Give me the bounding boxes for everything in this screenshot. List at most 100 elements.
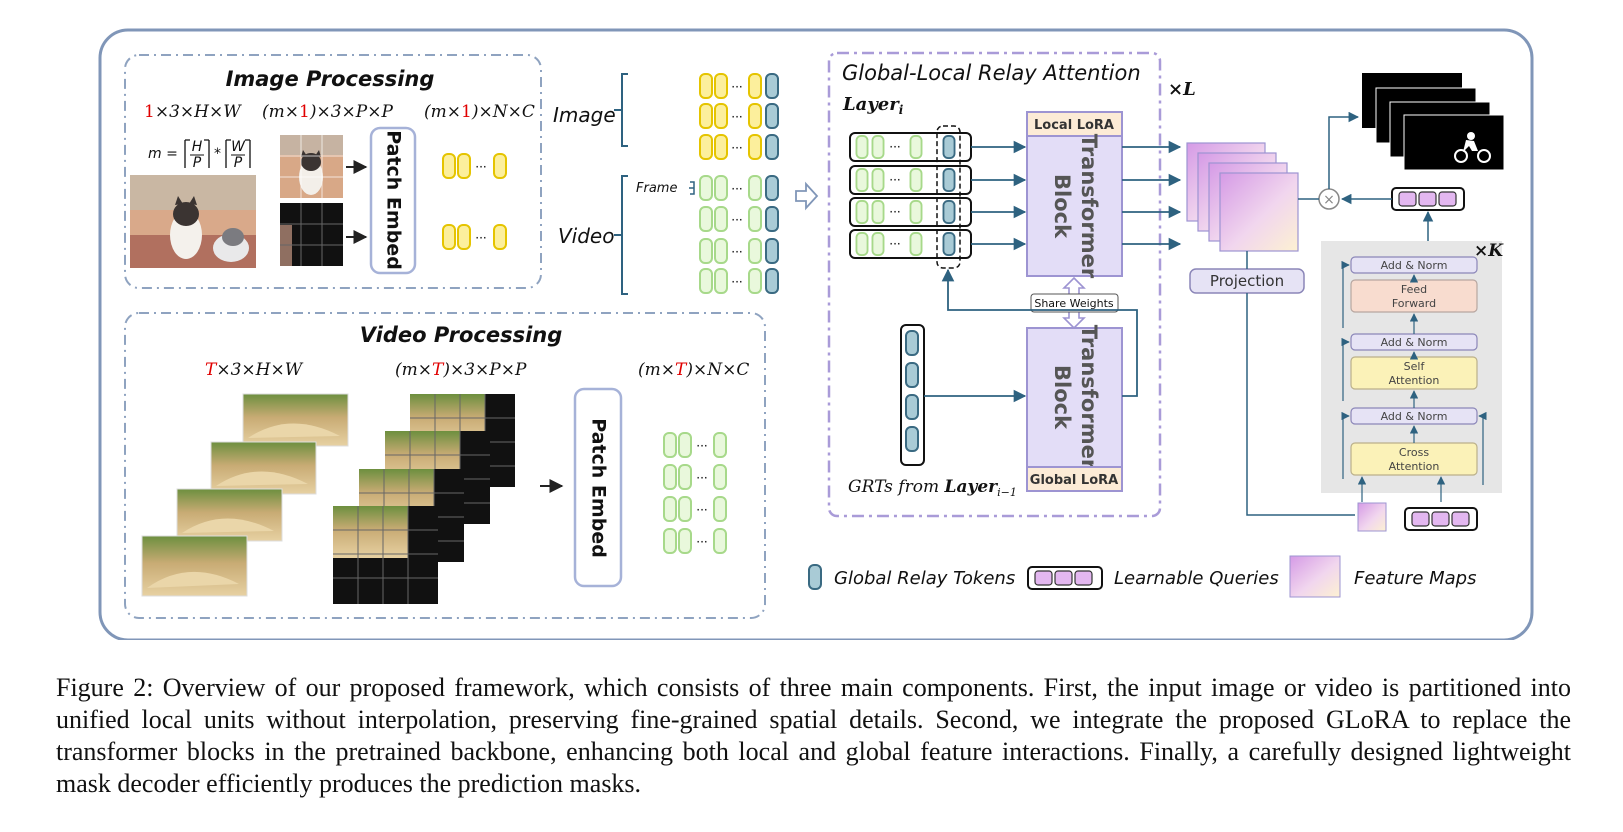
image-token-column: ··· ··· ··· [699,73,779,160]
svg-text:···: ··· [696,503,707,517]
svg-text:···: ··· [889,237,900,251]
video-patch-embed-box [573,387,623,588]
image-patch-embed-label: Patch Embed [383,130,405,270]
layer-token-rows: ··· ··· ··· ··· [849,125,972,269]
outer-frame [98,28,1534,640]
svg-text:···: ··· [731,80,742,94]
frame-label: Frame [636,181,677,196]
svg-text:···: ··· [475,160,486,174]
legend: Global Relay Tokens Learnable Queries Fe… [808,555,1476,598]
transformer-top-label-2: Block [1050,174,1074,239]
decoder-section: Projection × [1186,73,1505,532]
video-processing-panel: Video Processing T×3×H×W (m×T)×3×P×P (m×… [124,312,766,619]
multiply-symbol: × [1323,192,1335,208]
svg-text:Add & Norm: Add & Norm [1381,259,1448,272]
glra-title: Global-Local Relay Attention [842,61,1141,85]
global-lora-label: Global LoRA [1030,473,1118,488]
svg-text:W: W [231,139,246,155]
cyclist-mask-icon [1454,132,1491,163]
transformer-top-label-1: Transformer [1077,134,1101,279]
video-input-dim: T×3×H×W [205,360,304,380]
image-token-row-1: ··· [442,153,507,179]
svg-text:Cross: Cross [1399,446,1429,459]
video-patch-dim: (m×T)×3×P×P [395,360,527,380]
video-frames [141,393,349,597]
feature-maps-stack [1186,142,1299,252]
feature-map-input [1357,502,1387,532]
svg-text:H: H [192,139,203,155]
legend-grt-label: Global Relay Tokens [834,568,1015,589]
transformer-bottom-label-1: Transformer [1077,325,1101,470]
hollow-arrow [795,181,819,211]
svg-text:···: ··· [731,275,742,289]
svg-text:···: ··· [889,140,900,154]
image-token-dim: (m×1)×N×C [424,102,535,122]
figure-caption: Figure 2: Overview of our proposed frame… [56,673,1571,798]
legend-grt-icon [808,564,822,590]
transformer-block-bottom [1026,327,1123,468]
image-processing-panel: Image Processing 1×3×H×W (m×1)×3×P×P (m×… [124,54,542,289]
video-processing-title: Video Processing [360,323,563,347]
image-tokens-label: Image [553,103,616,127]
svg-text:···: ··· [731,213,742,227]
image-token-row-2: ··· [442,224,507,250]
add-norm-bottom: Add & Norm [1350,407,1478,425]
svg-text:P: P [234,155,243,171]
video-tokens-label: Video [558,224,614,248]
svg-text:···: ··· [696,471,707,485]
image-input-dim: 1×3×H×W [144,102,242,122]
mask-output-stack [1362,73,1505,171]
cat-image-photo [130,175,256,268]
cat-patch-top [280,135,343,198]
layer-i-label: Layeri [842,94,904,117]
transformer-block-top [1026,135,1123,277]
cross-attention-box: Cross Attention [1350,442,1478,476]
svg-text:Feed: Feed [1401,283,1427,296]
share-weights-label: Share Weights [1034,297,1114,310]
feed-forward-box: Feed Forward [1350,279,1478,313]
svg-text:···: ··· [731,245,742,259]
patch-count-formula: m = H P * W P [148,139,251,171]
decoder-repeat: ×K [1474,241,1504,261]
svg-text:Forward: Forward [1392,297,1436,310]
image-processing-title: Image Processing [226,67,435,91]
svg-text:···: ··· [731,141,742,155]
learnable-queries-input [1404,507,1478,531]
legend-queries-label: Learnable Queries [1114,568,1279,589]
local-lora-label: Local LoRA [1034,118,1114,133]
svg-text:Add & Norm: Add & Norm [1381,410,1448,423]
video-tokens: ··· ··· ··· ··· [663,432,727,554]
cat-patch-padded [280,203,343,266]
add-norm-middle: Add & Norm [1350,333,1478,351]
svg-text:···: ··· [889,173,900,187]
svg-text:···: ··· [889,205,900,219]
glra-repeat: ×L [1168,79,1196,100]
video-token-dim: (m×T)×N×C [638,360,749,380]
global-lora-box [1026,466,1123,492]
glra-panel: Global-Local Relay Attention ×L Layeri ·… [827,51,1196,518]
svg-text:···: ··· [731,110,742,124]
svg-text:Add & Norm: Add & Norm [1381,336,1448,349]
self-attention-box: Self Attention [1350,356,1478,390]
add-norm-top: Add & Norm [1350,256,1478,274]
svg-text:···: ··· [696,439,707,453]
video-token-column: ··· ··· ··· ··· [699,175,779,294]
svg-text:m =: m = [148,146,178,162]
token-grouping: Image Video Frame ··· ··· ··· ··· ··· ··… [553,73,819,295]
video-patch-stacks [333,394,515,604]
svg-text:···: ··· [696,535,707,549]
image-patch-dim: (m×1)×3×P×P [262,102,393,122]
svg-text:Attention: Attention [1389,460,1440,473]
svg-text:Self: Self [1404,360,1426,373]
legend-feature-maps-label: Feature Maps [1354,568,1476,589]
svg-text:*: * [214,146,221,162]
legend-queries-icon [1027,566,1103,590]
svg-text:···: ··· [475,231,486,245]
framework-figure: Image Processing 1×3×H×W (m×1)×3×P×P (m×… [98,28,1534,640]
image-patch-embed-box [369,126,417,275]
share-weights-box [1030,293,1119,313]
video-patch-embed-label: Patch Embed [588,418,610,558]
transformer-bottom-label-2: Block [1050,365,1074,430]
svg-text:···: ··· [731,182,742,196]
output-queries [1391,187,1465,211]
